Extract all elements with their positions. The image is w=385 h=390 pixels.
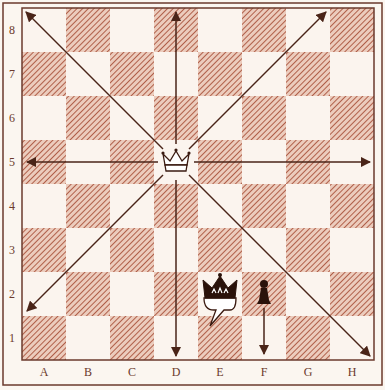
dark-square (286, 52, 330, 96)
dark-square (286, 228, 330, 272)
rank-label: 1 (9, 332, 15, 344)
dark-square (330, 184, 374, 228)
file-label: H (348, 366, 357, 378)
move-arrow (189, 12, 326, 149)
dark-square (330, 8, 374, 52)
white-queen (161, 147, 191, 177)
queen-tip (187, 151, 190, 154)
black-pawn (257, 280, 271, 304)
board-border (22, 8, 374, 360)
file-label: C (128, 366, 136, 378)
dark-square (22, 228, 66, 272)
move-arrow (175, 180, 177, 356)
file-label: E (216, 366, 223, 378)
crown-tip (218, 273, 222, 277)
dark-square (66, 184, 110, 228)
rank-label: 2 (9, 288, 15, 300)
queen-tip (161, 151, 164, 154)
rank-label: 8 (9, 24, 15, 36)
file-label: B (84, 366, 92, 378)
pawn-arrow (263, 308, 265, 354)
dark-square (198, 316, 242, 360)
move-arrows (26, 12, 370, 356)
board-squares (22, 8, 374, 360)
rank-label: 5 (9, 156, 15, 168)
dark-square (110, 52, 154, 96)
dark-square (22, 316, 66, 360)
outer-frame (3, 3, 382, 385)
dark-square (242, 96, 286, 140)
light-square (22, 96, 66, 140)
pawn-head (260, 280, 268, 288)
queen-tip (174, 148, 177, 151)
dark-square (66, 272, 110, 316)
dark-square (198, 228, 242, 272)
file-label: D (172, 366, 181, 378)
light-square (22, 184, 66, 228)
light-square (110, 272, 154, 316)
dark-square (198, 52, 242, 96)
dark-square (242, 184, 286, 228)
queen-ground (161, 147, 191, 177)
dark-square (110, 316, 154, 360)
pawn-body (257, 288, 271, 304)
dark-square (330, 272, 374, 316)
dark-square (330, 96, 374, 140)
move-arrow (194, 161, 370, 163)
light-square (110, 8, 154, 52)
move-arrow (27, 161, 158, 163)
king-crown (203, 276, 237, 298)
rank-label: 3 (9, 244, 15, 256)
crown-detail (212, 288, 228, 293)
light-square (330, 52, 374, 96)
move-arrow (189, 175, 370, 356)
light-square (286, 96, 330, 140)
rank-label: 7 (9, 68, 15, 80)
black-king-speaking (203, 273, 237, 326)
rank-label: 4 (9, 200, 15, 212)
dark-square (286, 316, 330, 360)
dark-square (66, 96, 110, 140)
queen-crown (163, 151, 189, 165)
file-label: F (261, 366, 268, 378)
dark-square (22, 52, 66, 96)
speech-bubble (204, 298, 236, 326)
light-square (198, 8, 242, 52)
dark-square (66, 8, 110, 52)
file-label: A (40, 366, 49, 378)
light-square (66, 316, 110, 360)
rank-label: 6 (9, 112, 15, 124)
light-square (330, 228, 374, 272)
move-arrow (175, 12, 177, 144)
move-arrow (27, 175, 163, 311)
light-square (286, 184, 330, 228)
file-label: G (304, 366, 313, 378)
dark-square (242, 8, 286, 52)
queen-base (165, 165, 187, 171)
dark-square (110, 228, 154, 272)
move-arrow (26, 12, 163, 149)
